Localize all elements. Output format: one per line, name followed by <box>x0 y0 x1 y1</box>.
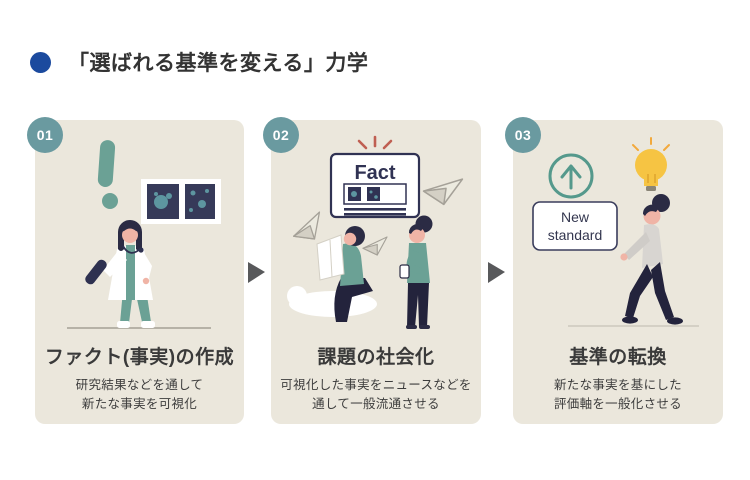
up-arrow-circle-icon <box>548 153 594 199</box>
emphasis-marks-icon <box>357 135 393 150</box>
standing-person-figure <box>399 215 433 329</box>
new-standard-sign: New standard <box>532 201 618 251</box>
fact-sign-label: Fact <box>354 162 395 184</box>
fact-news-scene: Fact <box>287 135 464 329</box>
step-card-1: 01 <box>27 117 244 424</box>
social-sharing-illustration: Fact <box>271 132 481 334</box>
step-description: 新たな事実を基にした評価軸を一般化させる <box>553 378 682 411</box>
new-standard-illustration: New standard <box>513 132 723 334</box>
arrow-right-icon <box>248 262 265 283</box>
sign-line-1: New <box>561 209 590 225</box>
step-description: 研究結果などを通して新たな事実を可視化 <box>75 378 204 411</box>
step-number-badge: 01 <box>27 117 63 153</box>
doctor-illustration <box>35 132 244 334</box>
sign-line-2: standard <box>548 227 602 243</box>
xray-panel-icon <box>141 179 221 224</box>
step-title: ファクト(事実)の作成 <box>44 347 235 368</box>
step-title: 課題の社会化 <box>317 347 435 368</box>
paper-plane-icon <box>362 236 388 256</box>
lightbulb-icon <box>632 137 670 191</box>
step-number-badge: 02 <box>263 117 299 153</box>
bullet-circle-icon <box>30 51 51 73</box>
step-card-2: 02 Fact <box>263 117 481 424</box>
page-title: 「選ばれる基準を変える」力学 <box>68 52 369 75</box>
paper-plane-icon <box>292 211 321 240</box>
step-description: 可視化した事実をニュースなどを通して一般流通させる <box>280 378 472 411</box>
fact-sign: Fact <box>329 152 421 219</box>
sitting-person-figure <box>287 226 377 322</box>
arrow-right-icon <box>488 262 505 283</box>
paper-plane-icon <box>422 178 464 206</box>
walking-person-figure <box>620 194 683 325</box>
step-card-3: 03 <box>505 117 723 424</box>
doctor-figure <box>85 220 155 328</box>
step-title: 基準の転換 <box>569 347 667 368</box>
exclamation-icon <box>97 140 118 209</box>
new-standard-scene: New standard <box>532 137 699 327</box>
doctor-with-xray-scene <box>67 140 221 329</box>
header: 「選ばれる基準を変える」力学 <box>30 47 368 77</box>
step-number-badge: 03 <box>505 117 541 153</box>
